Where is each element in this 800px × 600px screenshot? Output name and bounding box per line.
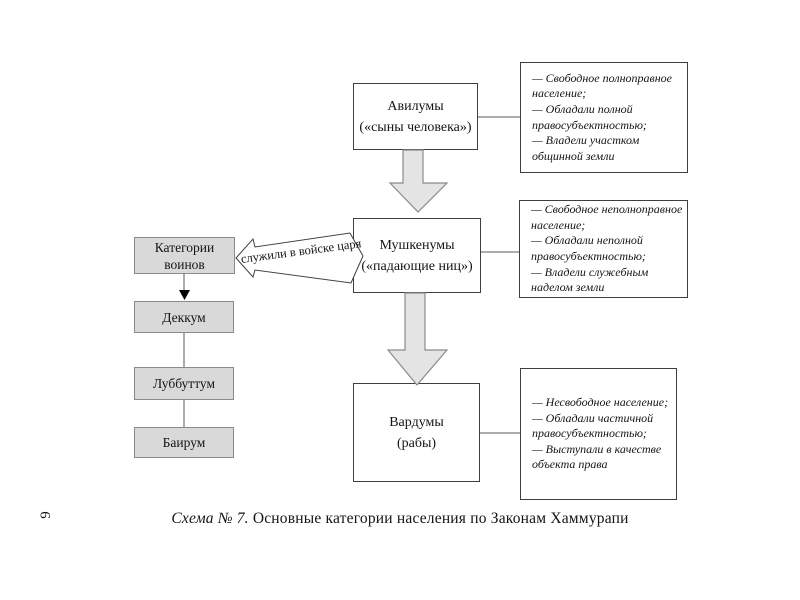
caption-text: Основные категории населения по Законам … (252, 510, 629, 527)
description-item: — Обладали неполной правосубъектностью; (531, 233, 646, 263)
figure-caption: Схема № 7. Основные категории населения … (0, 509, 800, 529)
box-mushkenumy: Мушкенумы («падающие ниц») (353, 218, 481, 293)
box-mushkenumy-title: Мушкенумы (379, 237, 455, 253)
description-box-avilumy: — Свободное полноправное население; — Об… (520, 62, 688, 173)
description-item: — Владели участком общинной земли (532, 133, 640, 163)
box-vardumy-title: Вардумы (389, 414, 444, 430)
box-lubbuttum-label: Луббуттум (152, 376, 216, 391)
description-item: — Свободное неполноправное население; (531, 202, 683, 232)
description-item: — Обладали частичной правосубъектностью; (532, 410, 654, 441)
box-bairum: Баирум (134, 427, 234, 458)
description-box-vardumy: — Несвободное население; — Обладали част… (520, 368, 677, 500)
box-dekkum: Деккум (134, 301, 234, 333)
box-dekkum-label: Деккум (162, 309, 206, 325)
box-mushkenumy-subtitle: («падающие ниц») (361, 258, 473, 274)
description-item: — Выступали в качестве объекта права (532, 441, 662, 472)
box-vardumy: Вардумы (рабы) (353, 383, 480, 482)
description-item: — Владели служебным наделом земли (531, 264, 649, 295)
box-avilumy: Авилумы («сыны человека») (353, 83, 478, 150)
description-item: — Свободное полноправное население; (532, 70, 673, 101)
description-item: — Несвободное население; (532, 395, 669, 410)
box-bairum-label: Баирум (162, 435, 206, 450)
arrowhead-dekkum (179, 290, 190, 300)
description-item: — Обладали полной правосубъектностью; (532, 101, 647, 132)
box-avilumy-title: Авилумы (387, 98, 444, 114)
box-warrior-categories: Категории воинов (134, 237, 235, 274)
page-number: 9 (37, 511, 54, 519)
caption-number: Схема № 7. (171, 510, 249, 527)
box-avilumy-subtitle: («сыны человека») (359, 119, 472, 135)
down-arrow-mushkenumy-to-vardumy (386, 292, 449, 386)
down-arrow-avilumy-to-mushkenumy (388, 149, 449, 213)
box-warrior-categories-label: Категории воинов (154, 239, 215, 272)
block-arrow-label: служили в войске царя (240, 236, 363, 266)
box-vardumy-subtitle: (рабы) (396, 435, 437, 451)
box-lubbuttum: Луббуттум (134, 367, 234, 400)
description-box-mushkenumy: — Свободное неполноправное население; — … (519, 200, 688, 298)
